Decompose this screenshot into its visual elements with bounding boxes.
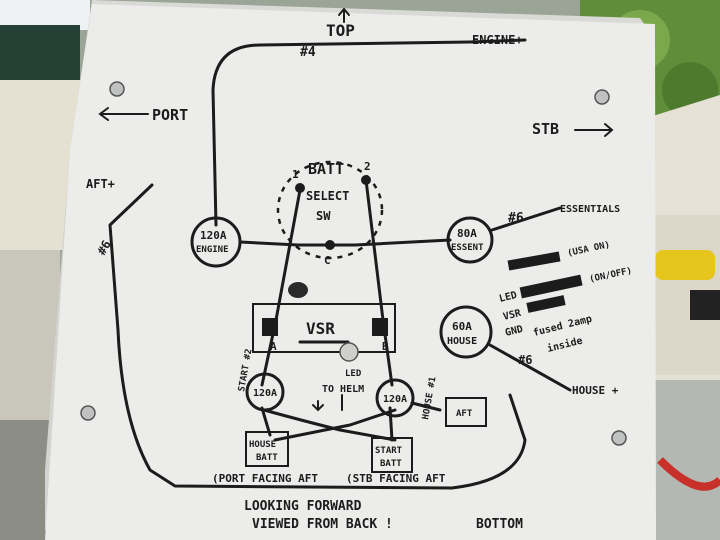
red-hose <box>657 457 720 491</box>
label-engine: ENGINE+ <box>472 33 523 47</box>
label-80a: 80A <box>457 227 477 240</box>
label-essentials: ESSENTIALS <box>560 204 620 215</box>
label-vsr-note: VSR <box>502 308 523 323</box>
label-house-fuse: HOUSE <box>447 336 477 347</box>
label-wire-4: #4 <box>300 45 316 60</box>
label-c: C <box>324 254 331 267</box>
label-bottom: BOTTOM <box>476 517 523 532</box>
screw <box>80 405 96 421</box>
label-wire-6-ess: #6 <box>508 211 524 226</box>
label-house-plus: HOUSE + <box>572 384 619 397</box>
label-house-batt: HOUSE <box>249 440 276 450</box>
screw <box>594 89 610 105</box>
screw <box>109 81 125 97</box>
label-to-helm: TO HELM <box>322 384 364 395</box>
switch-terminal <box>295 183 305 193</box>
label-wire-6-left: #6 <box>94 238 113 258</box>
labels: TOP #4 ENGINE+ PORT STB AFT+ #6 BATT 1 2… <box>86 21 633 532</box>
label-viewed-from-back: VIEWED FROM BACK ! <box>252 517 393 532</box>
fuse-120a-engine <box>190 216 242 268</box>
vsr-led <box>339 342 359 362</box>
label-start-batt-2: BATT <box>380 459 402 469</box>
fuse-80a-essent <box>446 216 494 264</box>
label-stb-facing: (STB FACING AFT <box>346 472 446 485</box>
label-120a-right: 120A <box>383 394 407 405</box>
label-wire-6-house: #6 <box>518 353 532 367</box>
label-essent: ESSENT <box>451 243 484 253</box>
redaction <box>526 295 566 313</box>
batt-select-switch <box>276 160 384 260</box>
aft-fuse-box <box>445 397 487 427</box>
vsr-relay <box>252 303 396 353</box>
yellow-plug <box>655 250 715 280</box>
label-term-b: B <box>382 340 389 353</box>
label-1: 1 <box>292 168 299 181</box>
label-2: 2 <box>364 160 371 173</box>
label-stb: STB <box>532 120 559 138</box>
label-gnd: GND <box>504 324 524 339</box>
label-60a: 60A <box>452 320 472 333</box>
fuse-120a-start <box>245 372 285 412</box>
switch-terminal <box>361 175 371 185</box>
redaction <box>519 274 583 299</box>
label-aft-box: AFT <box>456 409 473 419</box>
label-120a-engine: 120A <box>200 229 227 242</box>
label-term-a: A <box>270 340 277 353</box>
fuse-60a-house <box>439 305 493 359</box>
white-board <box>45 4 656 540</box>
label-engine-fuse: ENGINE <box>196 245 229 255</box>
label-start-batt: START <box>375 446 403 456</box>
label-select: SELECT <box>306 189 349 203</box>
label-port-facing: (PORT FACING AFT <box>212 472 318 485</box>
screws <box>80 81 627 446</box>
label-vsr: VSR <box>306 319 335 338</box>
vsr-terminal-a <box>262 318 278 336</box>
redaction <box>507 251 561 271</box>
battery-start <box>371 437 413 473</box>
label-port: PORT <box>152 106 188 124</box>
screw <box>611 430 627 446</box>
label-120a-left: 120A <box>253 388 277 399</box>
label-sw: SW <box>316 209 331 223</box>
label-looking-forward: LOOKING FORWARD <box>244 499 362 514</box>
switch-terminal <box>325 240 335 250</box>
fuse-120a-house <box>375 378 415 418</box>
arrows <box>98 7 614 412</box>
vsr-terminal-b <box>372 318 388 336</box>
label-top: TOP <box>326 21 355 40</box>
label-aft: AFT+ <box>86 177 115 191</box>
label-house-batt-2: BATT <box>256 453 278 463</box>
cable-tie-mount <box>288 282 308 298</box>
battery-house <box>245 431 289 467</box>
label-led-small: LED <box>345 369 362 379</box>
label-batt: BATT <box>308 160 344 178</box>
